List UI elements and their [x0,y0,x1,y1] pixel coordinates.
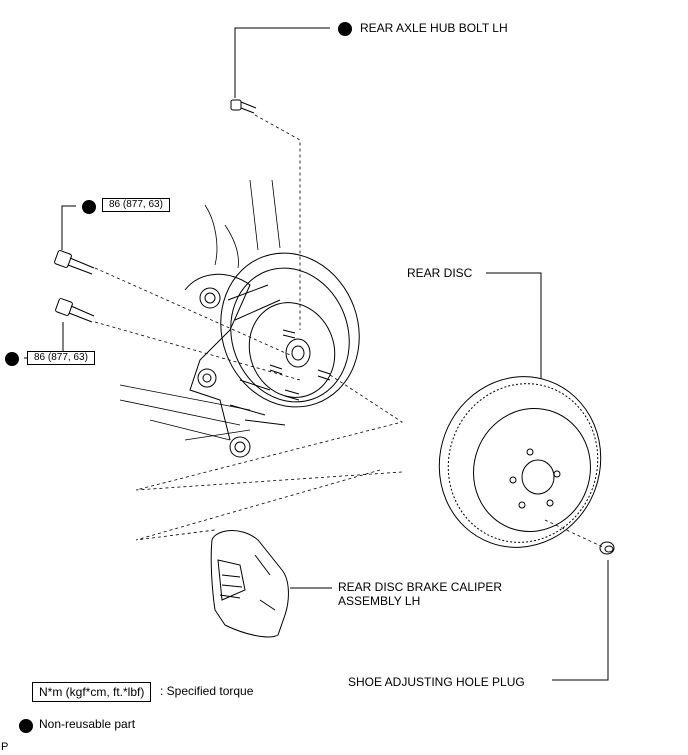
hub-bolt-leader [234,27,330,98]
torque-legend-box: N*m (kgf*cm, ft.*lbf) [32,682,152,702]
upper-bolt-part [54,250,95,275]
torque-legend-desc: : Specified torque [160,684,254,698]
lower-bolt-part [55,298,95,323]
plug-leader [552,560,609,681]
hub-bolt-dash [254,114,301,330]
non-reusable-icon [82,200,96,214]
axle-hub-assembly [184,252,360,458]
non-reusable-icon [5,352,19,366]
hub-bolt-label: REAR AXLE HUB BOLT LH [360,21,508,35]
caliper-dash-upper [135,374,403,491]
plug-part [599,541,615,555]
caliper-label-line2: ASSEMBLY LH [338,594,421,608]
caliper-part [210,530,289,638]
non-reusable-icon [338,22,352,36]
plug-label: SHOE ADJUSTING HOLE PLUG [348,675,525,689]
lower-torque-box: 86 (877, 63) [27,351,95,365]
hub-bolt-part [230,99,257,114]
rear-disc-leader [486,272,542,378]
rear-disc-part [438,376,602,548]
caliper-dash-lower [135,469,381,541]
upper-torque-box: 86 (877, 63) [102,198,170,212]
corner-letter: P [1,741,9,753]
non-reusable-icon [19,719,33,733]
caliper-label-line1: REAR DISC BRAKE CALIPER [338,580,503,594]
nonreusable-legend-desc: Non-reusable part [39,717,136,731]
rear-disc-label: REAR DISC [407,266,473,280]
upper-torque-leader [61,205,76,250]
